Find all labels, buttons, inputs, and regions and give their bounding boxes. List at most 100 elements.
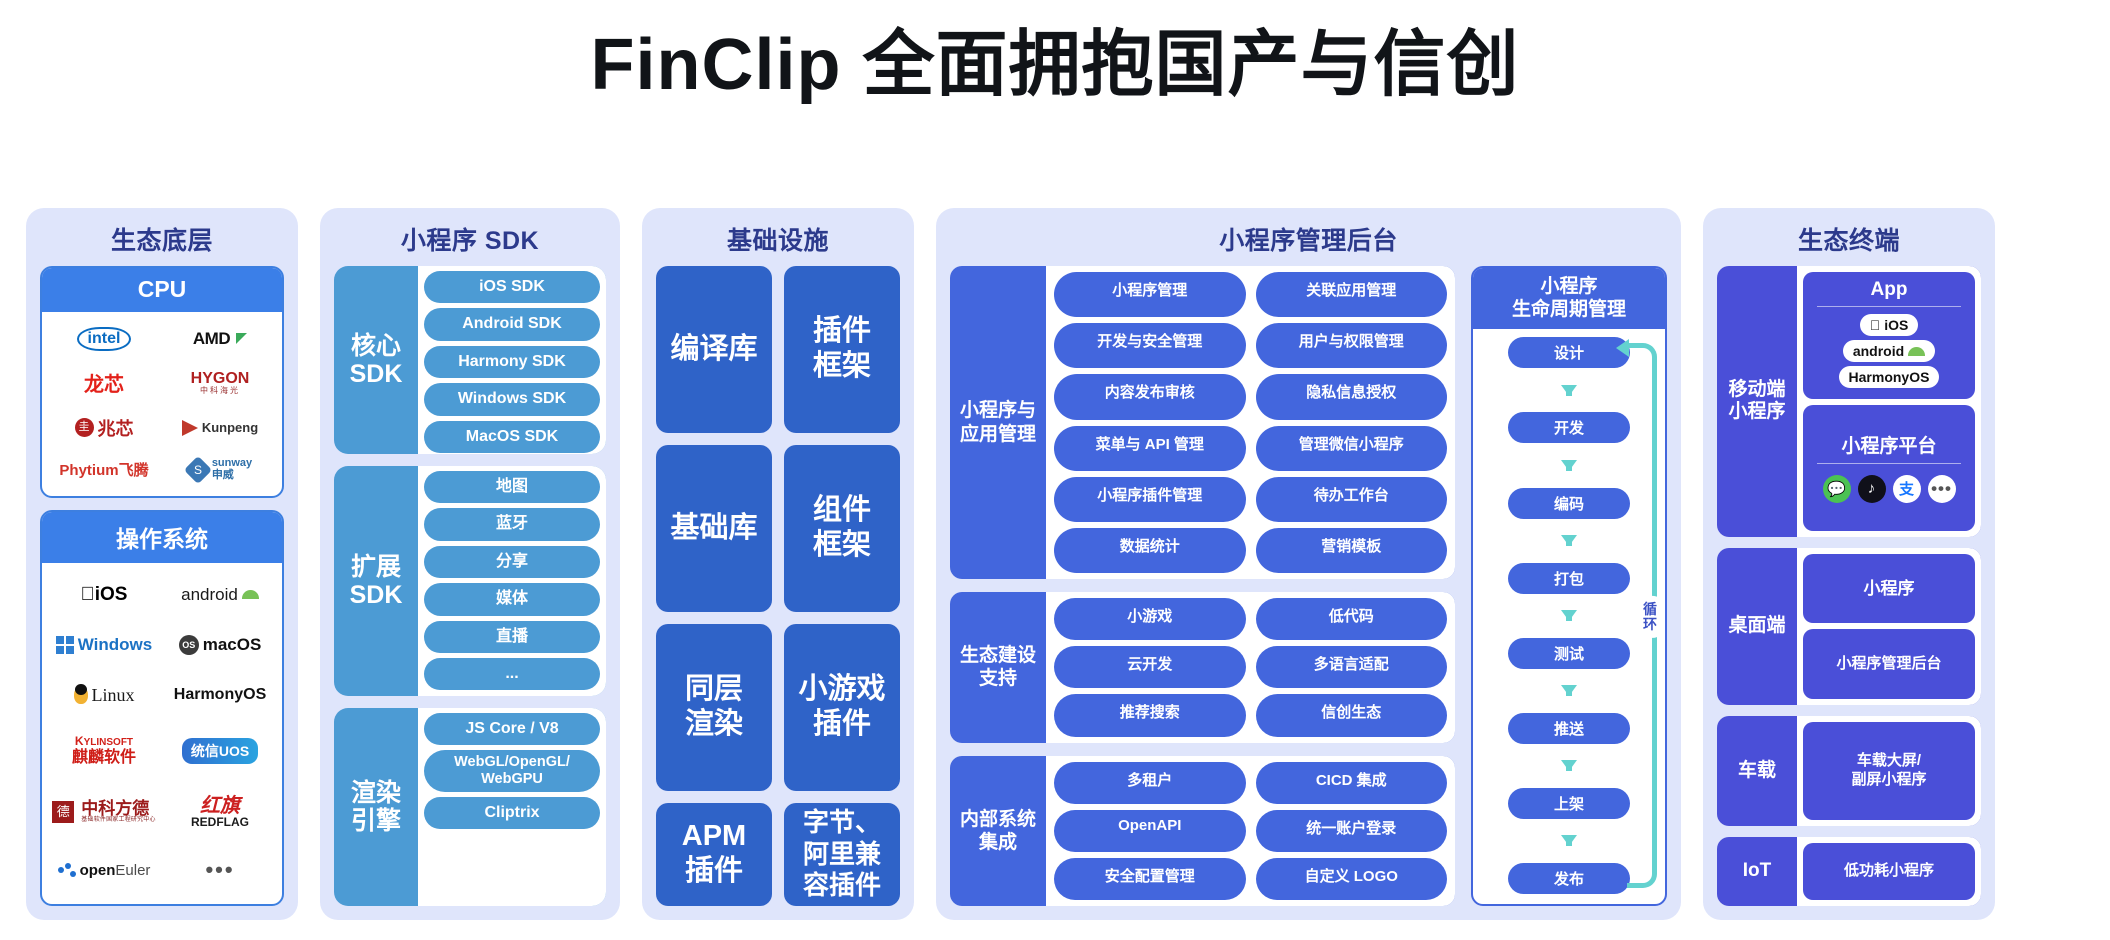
admin-label-line2: 应用管理 [959, 423, 1036, 445]
chip-android[interactable]: android [1842, 340, 1936, 362]
infra-cell[interactable]: 组件 框架 [784, 444, 900, 612]
column-title-terminals: 生态终端 [1797, 227, 1900, 255]
lifecycle-step[interactable]: 推送 [1508, 712, 1630, 744]
admin-item[interactable]: OpenAPI [1054, 809, 1246, 852]
terminal-group-desktop-label: 桌面端 [1728, 614, 1786, 636]
sdk-item[interactable]: MacOS SDK [424, 420, 600, 453]
sdk-core-label-line1: 核心 [350, 332, 401, 360]
admin-item[interactable]: 多租户 [1054, 761, 1246, 804]
lifecycle-step[interactable]: 打包 [1508, 562, 1630, 594]
sdk-item[interactable]: 直播 [424, 620, 600, 653]
chip-harmonyos[interactable]: HarmonyOS [1838, 366, 1940, 388]
chip-ios[interactable]:  iOS [1859, 314, 1919, 336]
sdk-item[interactable]: Windows SDK [424, 383, 600, 416]
terminal-box-platform-title: 小程序平台 [1841, 435, 1937, 457]
infrastructure-grid: 编译库 插件 框架 基础库 组件 框架 同层 渲染 小游戏 插件 APM 插件 … [656, 266, 900, 906]
sdk-item[interactable]: ... [424, 657, 600, 691]
admin-item[interactable]: 隐私信息授权 [1255, 374, 1447, 420]
admin-item[interactable]: 低代码 [1255, 598, 1447, 641]
admin-item[interactable]: 用户与权限管理 [1255, 323, 1447, 369]
sdk-render-label-line2: 引擎 [350, 807, 401, 835]
column-title-sdk: 小程序 SDK [400, 227, 540, 255]
tiktok-icon[interactable]: ♪ [1857, 474, 1886, 503]
admin-item[interactable]: 安全配置管理 [1054, 857, 1246, 900]
admin-item[interactable]: 信创生态 [1255, 694, 1447, 737]
arrow-down-icon [1561, 685, 1577, 697]
admin-item[interactable]: 统一账户登录 [1255, 809, 1447, 852]
admin-item[interactable]: 自定义 LOGO [1255, 857, 1447, 900]
admin-item[interactable]: 菜单与 API 管理 [1054, 425, 1246, 471]
sdk-item[interactable]: iOS SDK [424, 271, 600, 304]
admin-item[interactable]: CICD 集成 [1255, 761, 1447, 804]
infra-cell[interactable]: 编译库 [656, 266, 772, 433]
infra-cell[interactable]: 同层 渲染 [656, 623, 772, 791]
sdk-item[interactable]: Android SDK [424, 308, 600, 341]
sdk-item[interactable]: 媒体 [424, 583, 600, 616]
lifecycle-step[interactable]: 上架 [1508, 787, 1630, 819]
admin-item[interactable]: 小程序管理 [1054, 272, 1246, 318]
admin-ecosystem-support-items: 小游戏 低代码 云开发 多语言适配 推荐搜索 信创生态 [1046, 592, 1455, 743]
admin-item[interactable]: 管理微信小程序 [1255, 425, 1447, 471]
admin-item[interactable]: 数据统计 [1054, 527, 1246, 574]
admin-item[interactable]: 推荐搜索 [1054, 694, 1246, 737]
lifecycle-step[interactable]: 开发 [1508, 412, 1630, 444]
sdk-item[interactable]: WebGL/OpenGL/ WebGPU [424, 750, 600, 792]
more-icon[interactable]: ••• [1927, 474, 1956, 503]
terminal-item[interactable]: 低功耗小程序 [1803, 843, 1975, 900]
admin-groups: 小程序与 应用管理 小程序管理 关联应用管理 开发与安全管理 用户与权限管理 内… [950, 266, 1455, 906]
admin-label-line2: 支持 [978, 668, 1017, 690]
admin-item[interactable]: 多语言适配 [1255, 646, 1447, 689]
admin-item[interactable]: 内容发布审核 [1054, 374, 1246, 420]
column-title-ecosystem-base: 生态底层 [110, 227, 213, 255]
sdk-item[interactable]: Cliptrix [424, 796, 600, 830]
infra-cell[interactable]: 小游戏 插件 [784, 623, 900, 791]
sdk-item[interactable]: JS Core / V8 [424, 713, 600, 746]
admin-item[interactable]: 小游戏 [1054, 598, 1246, 641]
admin-item[interactable]: 开发与安全管理 [1054, 323, 1246, 369]
admin-item[interactable]: 云开发 [1054, 646, 1246, 689]
admin-item[interactable]: 关联应用管理 [1255, 272, 1447, 318]
terminal-item[interactable]: 小程序 [1803, 553, 1975, 624]
infra-cell[interactable]: APM 插件 [656, 802, 772, 906]
admin-app-management-items: 小程序管理 关联应用管理 开发与安全管理 用户与权限管理 内容发布审核 隐私信息… [1046, 266, 1455, 580]
admin-label-line1: 内部系统 [959, 808, 1036, 830]
sdk-item[interactable]: 地图 [424, 471, 600, 504]
lifecycle-step[interactable]: 编码 [1508, 487, 1630, 519]
sdk-group-core: 核心 SDK iOS SDK Android SDK Harmony SDK W… [334, 266, 606, 454]
arrow-down-icon [1561, 610, 1577, 622]
sdk-item[interactable]: 分享 [424, 545, 600, 579]
infra-cell[interactable]: 字节、 阿里兼 容插件 [784, 802, 900, 906]
admin-item[interactable]: 营销模板 [1255, 527, 1447, 574]
sdk-group-core-label: 核心 SDK [334, 266, 418, 454]
admin-item[interactable]: 待办工作台 [1255, 476, 1447, 522]
logo-uos: 统信UOS [181, 737, 259, 764]
lifecycle-step[interactable]: 测试 [1508, 637, 1630, 669]
logo-zhaoxin: 圭兆芯 [74, 415, 134, 441]
sdk-item[interactable]: Harmony SDK [424, 345, 600, 379]
infra-cell[interactable]: 插件 框架 [784, 266, 900, 433]
admin-item[interactable]: 小程序插件管理 [1054, 476, 1246, 522]
infra-cell[interactable]: 基础库 [656, 444, 772, 612]
column-sdk: 小程序 SDK 核心 SDK iOS SDK Android SDK Harmo… [320, 208, 620, 920]
lifecycle-step[interactable]: 设计 [1508, 337, 1630, 369]
sdk-group-extension-label: 扩展 SDK [334, 466, 418, 696]
admin-label-line1: 生态建设 [959, 645, 1036, 667]
terminal-item[interactable]: 车载大屏/ 副屏小程序 [1803, 721, 1975, 821]
admin-body: 小程序与 应用管理 小程序管理 关联应用管理 开发与安全管理 用户与权限管理 内… [950, 266, 1667, 906]
lifecycle-steps: 设计 开发 编码 打包 测试 推送 上架 发布 [1473, 329, 1665, 904]
terminals-body: 移动端 小程序 App  iOS [1717, 266, 1981, 906]
terminal-group-mobile-label: 移动端 小程序 [1717, 266, 1797, 537]
terminal-item[interactable]: 小程序管理后台 [1803, 629, 1975, 699]
sdk-item[interactable]: 蓝牙 [424, 508, 600, 541]
sdk-render-label-line1: 渲染 [350, 779, 401, 807]
lifecycle-step[interactable]: 发布 [1508, 863, 1630, 894]
wechat-icon[interactable]: 💬 [1822, 474, 1851, 503]
logo-linux: Linux [73, 684, 135, 706]
logo-amd: AMD [193, 329, 248, 349]
admin-group-app-management: 小程序与 应用管理 小程序管理 关联应用管理 开发与安全管理 用户与权限管理 内… [950, 266, 1455, 580]
alipay-icon[interactable]: 支 [1892, 474, 1921, 503]
